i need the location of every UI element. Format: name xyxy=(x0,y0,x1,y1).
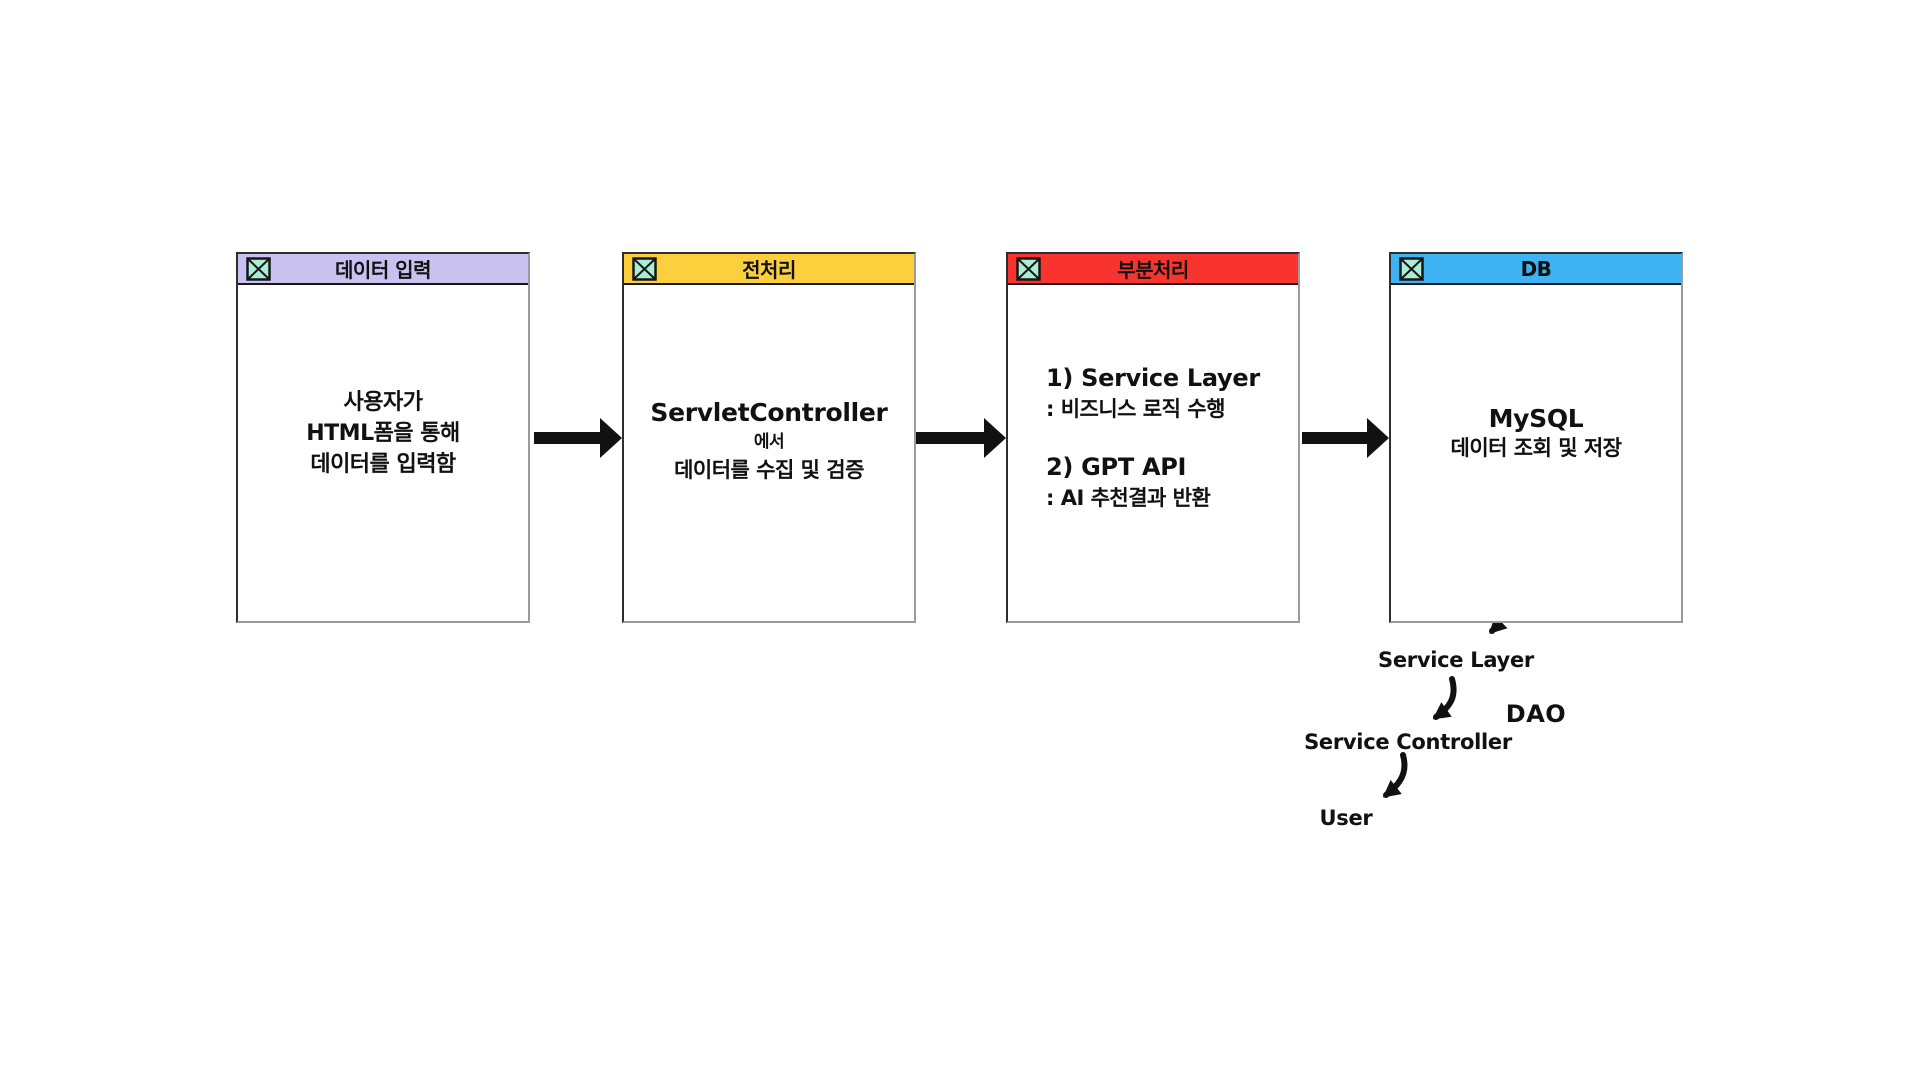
body-line: ServletController xyxy=(650,398,888,427)
curved-arrow-controller-to-user xyxy=(1382,752,1408,798)
dao-label: DAO xyxy=(1505,700,1567,728)
box-data-input: 데이터 입력 사용자가 HTML폼을 통해 데이터를 입력함 xyxy=(236,252,530,623)
item-title: 2) GPT API xyxy=(1046,453,1187,481)
box-data-input-body: 사용자가 HTML폼을 통해 데이터를 입력함 xyxy=(238,387,528,725)
flow-arrow-3 xyxy=(1302,418,1389,458)
box-preprocessing-body: ServletController 에서 데이터를 수집 및 검증 xyxy=(624,397,914,735)
chain-label-service-layer: Service Layer xyxy=(1378,648,1534,672)
list-item: 2) GPT API : AI 추천결과 반환 xyxy=(1046,452,1298,513)
flow-arrow-1 xyxy=(534,418,622,458)
boxed-x-icon xyxy=(246,256,271,281)
box-db-body: MySQL 데이터 조회 및 저장 DAO xyxy=(1391,403,1681,741)
box-title: 데이터 입력 xyxy=(335,258,431,282)
list-item: 1) Service Layer : 비즈니스 로직 수행 xyxy=(1046,363,1298,424)
box-db-header: DB xyxy=(1391,254,1681,285)
boxed-x-icon xyxy=(632,256,657,281)
box-db: DB MySQL 데이터 조회 및 저장 DAO xyxy=(1389,252,1683,728)
box-partial-processing-header: 부분처리 xyxy=(1008,254,1298,285)
box-title: DB xyxy=(1520,256,1552,281)
box-preprocessing-header: 전처리 xyxy=(624,254,914,285)
body-line: 데이터 조회 및 저장 xyxy=(1450,436,1623,460)
box-partial-processing: 부분처리 1) Service Layer : 비즈니스 로직 수행 2) GP… xyxy=(1006,252,1300,623)
body-line: 데이터를 수집 및 검증 xyxy=(674,458,864,482)
box-data-input-header: 데이터 입력 xyxy=(238,254,528,285)
chain-label-user: User xyxy=(1319,806,1373,830)
flow-arrow-2 xyxy=(916,418,1006,458)
box-title: 부분처리 xyxy=(1117,258,1189,282)
boxed-x-icon xyxy=(1399,256,1424,281)
body-line: HTML폼을 통해 xyxy=(306,421,460,446)
body-line: 사용자가 xyxy=(343,390,423,415)
box-title: 전처리 xyxy=(742,258,796,282)
boxed-x-icon xyxy=(1016,256,1041,281)
body-line: MySQL xyxy=(1488,404,1584,433)
chain-label-service-controller: Service Controller xyxy=(1304,730,1512,754)
body-line: 에서 xyxy=(753,432,785,452)
body-line: 데이터를 입력함 xyxy=(310,452,456,477)
box-partial-processing-body: 1) Service Layer : 비즈니스 로직 수행 2) GPT API… xyxy=(1008,363,1298,701)
item-desc: : AI 추천결과 반환 xyxy=(1046,486,1211,510)
item-desc: : 비즈니스 로직 수행 xyxy=(1046,397,1225,421)
item-title: 1) Service Layer xyxy=(1046,364,1260,392)
box-preprocessing: 전처리 ServletController 에서 데이터를 수집 및 검증 xyxy=(622,252,916,623)
